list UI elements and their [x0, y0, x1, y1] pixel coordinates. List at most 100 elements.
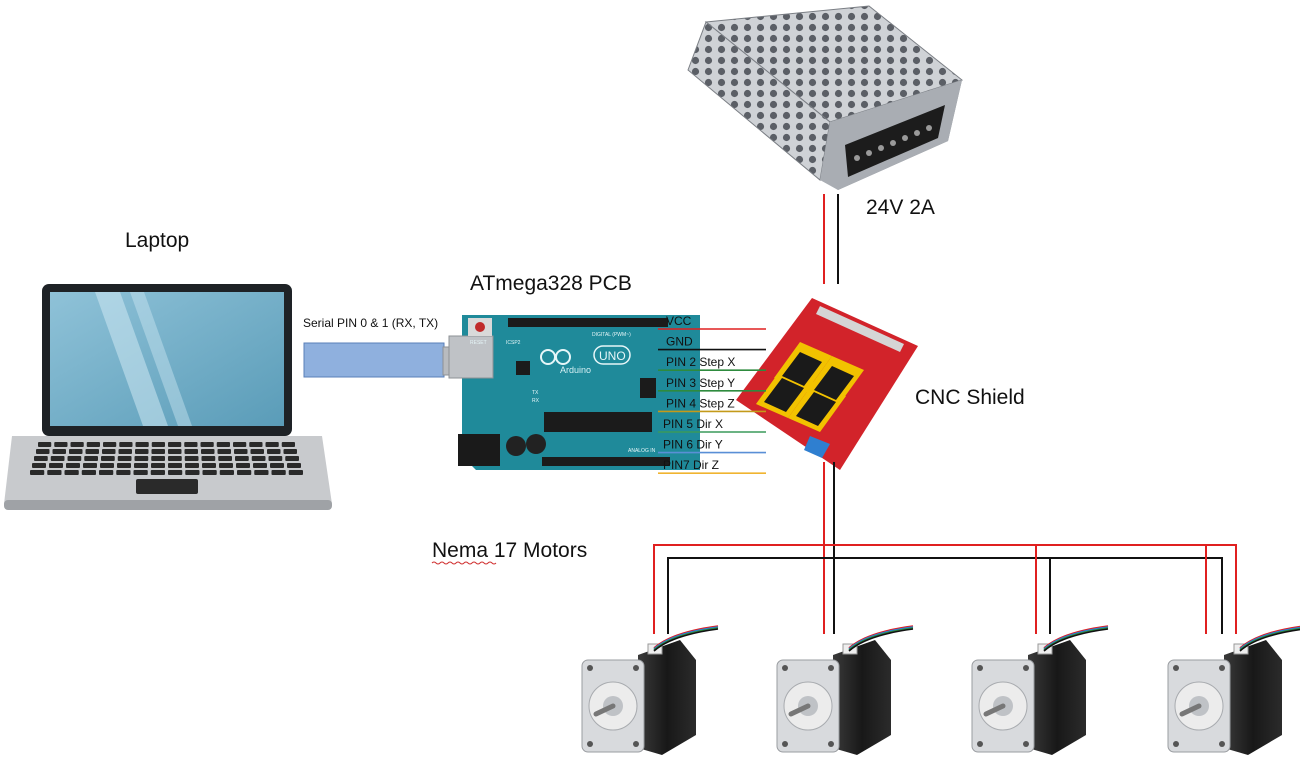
key [271, 470, 286, 475]
key [219, 463, 233, 468]
key [32, 463, 46, 468]
key [184, 456, 199, 461]
board-tx-label: TX [532, 390, 539, 396]
key [47, 470, 62, 475]
pin-label: GND [666, 335, 693, 349]
key [235, 456, 249, 461]
key [168, 463, 182, 468]
pin-label: PIN 4 Step Z [666, 396, 735, 410]
power-wires [823, 194, 839, 284]
cnc-shield-icon [736, 298, 918, 470]
key [151, 449, 165, 454]
key [119, 442, 133, 447]
board-brand-label: Arduino [560, 365, 591, 375]
pin-label: PIN 3 Step Y [666, 376, 735, 390]
pin-label: PIN 6 Dir Y [663, 438, 723, 452]
stepper-motor-icon [971, 625, 1109, 755]
key [54, 442, 68, 447]
key [288, 470, 303, 475]
key [283, 449, 297, 454]
key [30, 470, 45, 475]
key [267, 449, 281, 454]
stepper-motor-icon [776, 625, 914, 755]
key [184, 442, 198, 447]
key [168, 456, 182, 461]
key [201, 449, 215, 454]
key [202, 463, 216, 468]
key [134, 456, 149, 461]
stepper-motor-icon [1167, 625, 1300, 755]
pin-label: VCC [666, 314, 692, 328]
key [233, 442, 247, 447]
motors-group [581, 625, 1300, 755]
key [83, 463, 97, 468]
key [250, 449, 264, 454]
board-uno-label: UNO [599, 349, 626, 363]
key [185, 463, 199, 468]
key [84, 456, 98, 461]
key [99, 470, 114, 475]
key [281, 442, 295, 447]
spellcheck-underline [431, 561, 497, 565]
key [216, 442, 230, 447]
key [184, 449, 198, 454]
arduino-board-icon: Arduino UNO RESET DIGITAL (PWM~) ICSP2 T… [448, 315, 700, 470]
key [49, 463, 63, 468]
key [237, 470, 252, 475]
board-digital-label: DIGITAL (PWM~) [592, 332, 631, 338]
psu-label: 24V 2A [866, 196, 935, 219]
key [265, 442, 279, 447]
key [219, 470, 234, 475]
serial-label: Serial PIN 0 & 1 (RX, TX) [303, 316, 438, 330]
key [50, 456, 65, 461]
key [168, 442, 182, 447]
laptop-icon [4, 284, 332, 510]
key [100, 463, 114, 468]
pin-label: PIN 5 Dir X [663, 417, 723, 431]
key [135, 449, 149, 454]
pin-label: PIN7 Dir Z [663, 458, 719, 472]
keyboard-icon [30, 442, 303, 475]
key [67, 456, 82, 461]
key [133, 470, 148, 475]
key [268, 456, 283, 461]
key [251, 456, 266, 461]
board-reset-label: RESET [470, 340, 487, 346]
key [66, 463, 80, 468]
key [151, 442, 165, 447]
motor-wires [653, 462, 1237, 634]
key [151, 463, 165, 468]
key [218, 456, 232, 461]
key [81, 470, 96, 475]
board-icsp-label: ICSP2 [506, 340, 521, 346]
key [270, 463, 284, 468]
pcb-label: ATmega328 PCB [470, 272, 632, 295]
power-supply-icon [687, 5, 964, 190]
key [86, 442, 100, 447]
key [118, 449, 132, 454]
board-rx-label: RX [532, 398, 540, 404]
key [135, 442, 149, 447]
key [101, 456, 115, 461]
key [85, 449, 99, 454]
key [103, 442, 117, 447]
key [185, 470, 200, 475]
key [64, 470, 79, 475]
key [117, 463, 131, 468]
key [116, 470, 131, 475]
key [254, 470, 269, 475]
key [168, 470, 183, 475]
key [102, 449, 116, 454]
key [52, 449, 66, 454]
key [69, 449, 83, 454]
key [200, 442, 214, 447]
key [217, 449, 231, 454]
key [134, 463, 148, 468]
stepper-motor-icon [581, 625, 719, 755]
key [150, 470, 165, 475]
laptop-label: Laptop [125, 229, 189, 252]
key [285, 456, 299, 461]
shield-label: CNC Shield [915, 386, 1025, 409]
